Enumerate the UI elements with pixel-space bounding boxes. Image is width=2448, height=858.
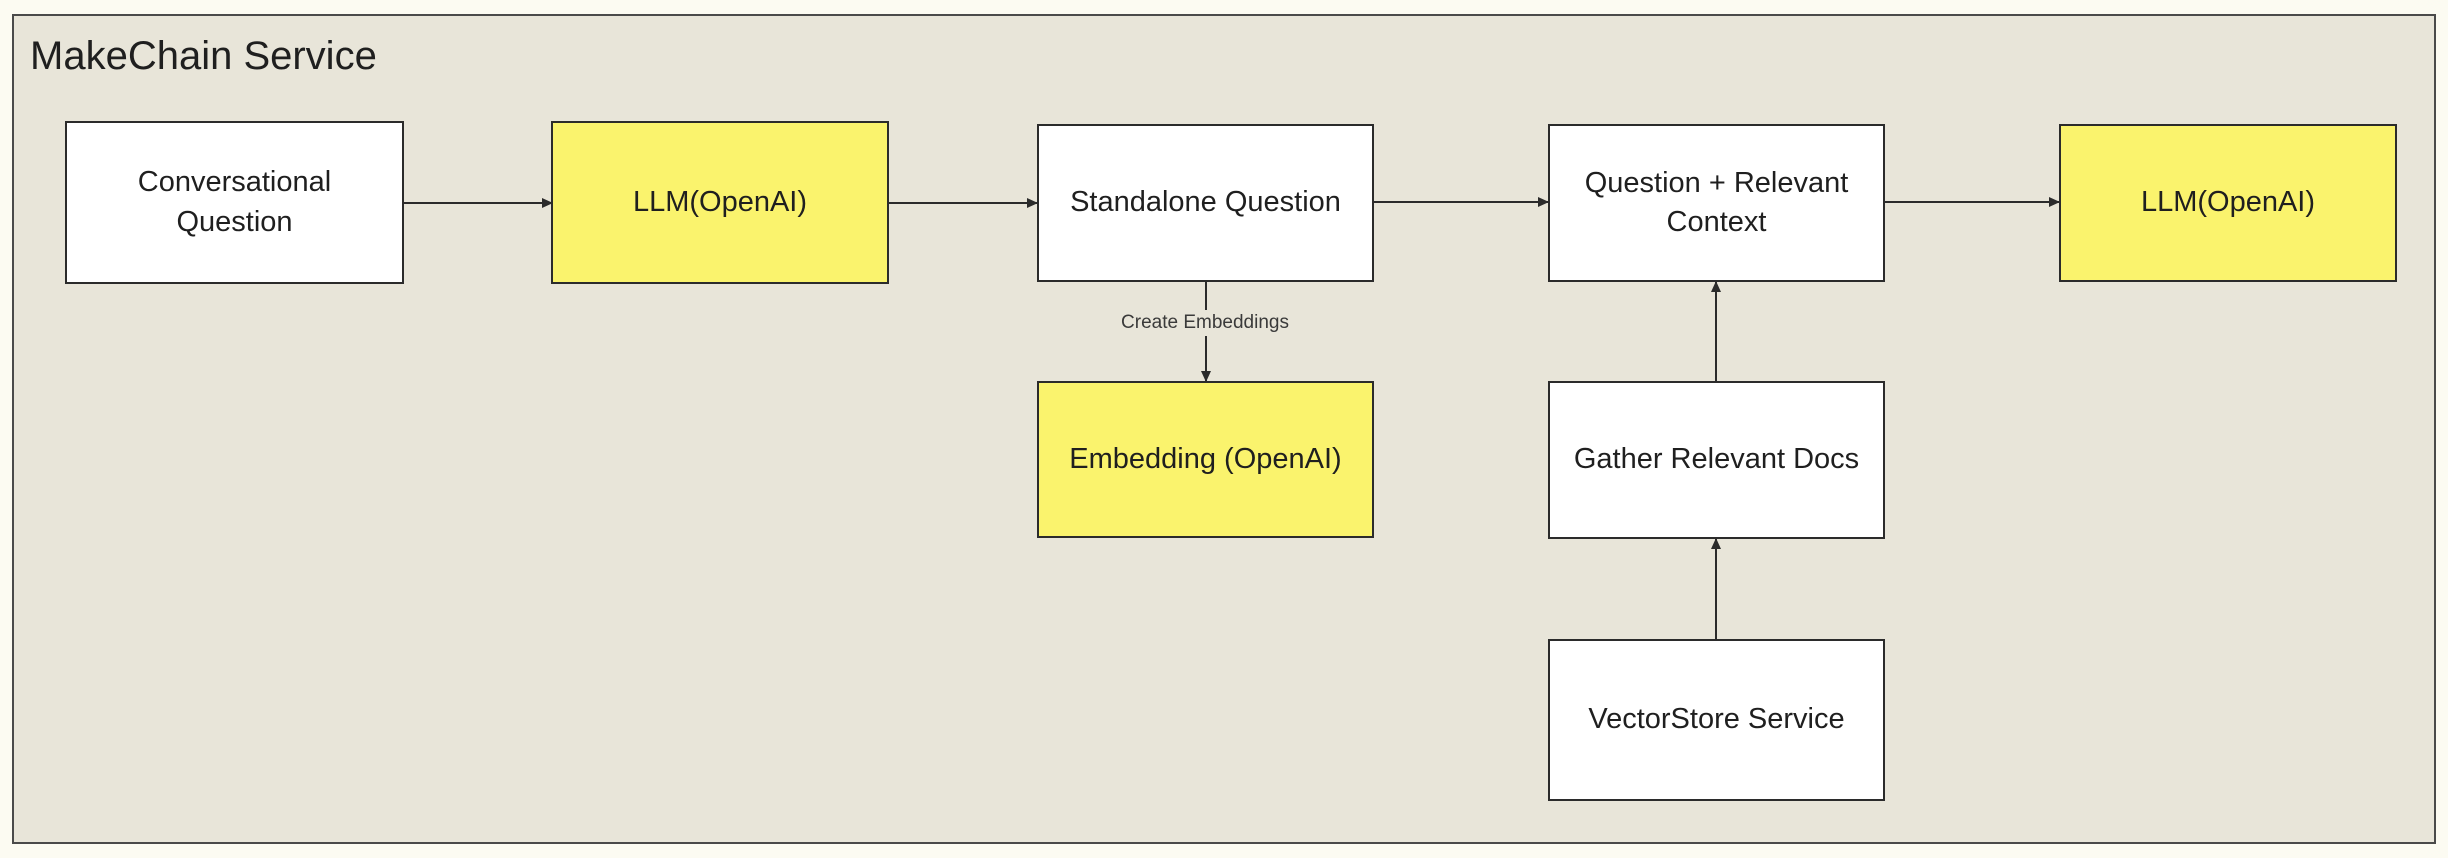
node-embedding-openai[interactable]: Embedding (OpenAI) [1037, 381, 1374, 538]
node-standalone-question[interactable]: Standalone Question [1037, 124, 1374, 282]
node-label: Question + Relevant Context [1584, 166, 1849, 238]
node-vectorstore-service[interactable]: VectorStore Service [1548, 639, 1885, 801]
node-label: Standalone Question [1070, 186, 1341, 219]
edge-label-create-embeddings: Create Embeddings [1115, 310, 1295, 336]
node-label: Gather Relevant Docs [1573, 443, 1860, 476]
node-label: LLM(OpenAI) [632, 185, 808, 218]
node-label: Conversational Question [137, 166, 332, 238]
node-label: Embedding (OpenAI) [1069, 442, 1342, 475]
node-llm-openai-2[interactable]: LLM(OpenAI) [2059, 124, 2397, 282]
node-question-relevant-context[interactable]: Question + Relevant Context [1548, 124, 1885, 282]
node-label: VectorStore Service [1588, 703, 1845, 736]
node-conversational-question[interactable]: Conversational Question [65, 121, 404, 284]
node-gather-relevant-docs[interactable]: Gather Relevant Docs [1548, 381, 1885, 539]
node-llm-openai-1[interactable]: LLM(OpenAI) [551, 121, 889, 284]
node-label: LLM(OpenAI) [2140, 186, 2316, 219]
frame-title: MakeChain Service [30, 34, 377, 78]
